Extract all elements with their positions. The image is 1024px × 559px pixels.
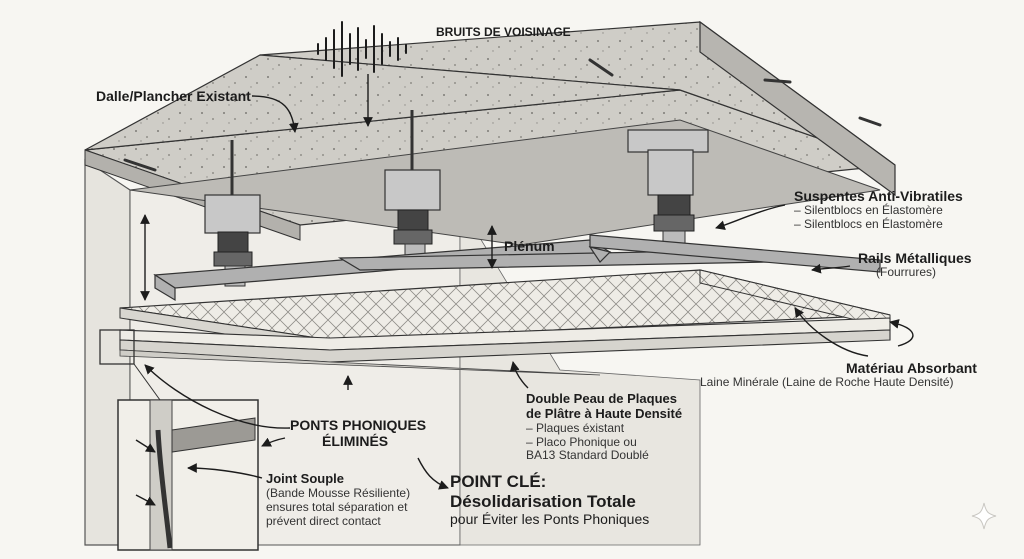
absorbent-subtitle: Laine Minérale (Laine de Roche Haute Den… [700, 375, 954, 390]
key-point-line-3: pour Éviter les Ponts Phoniques [450, 511, 650, 528]
noise-source-label: BRUITS DE VOISINAGE [436, 25, 571, 39]
joint-line-1: (Bande Mousse Résiliente) [266, 485, 411, 500]
double-board-line-3: BA13 Standard Doublé [526, 448, 649, 463]
bridges-line-1: PONTS PHONIQUES [290, 417, 427, 433]
double-board-callout: Double Peau de Plaques de Plâtre à Haute… [526, 391, 683, 463]
key-point-line-1: POINT CLÉ: [450, 472, 547, 491]
leader-arrows [135, 74, 914, 506]
existing-slab-label: Dalle/Plancher Existant [96, 88, 251, 104]
key-point-callout: POINT CLÉ: Désolidarisation Totale pour … [450, 472, 649, 527]
double-board-title-2: de Plâtre à Haute Densité [526, 405, 683, 421]
hanger-right [627, 129, 709, 246]
bridges-callout: PONTS PHONIQUES ÉLIMINÉS [290, 417, 426, 449]
rails-callout: Rails Métalliques (Fourrures) [858, 250, 972, 280]
hanger-left [204, 140, 261, 287]
joint-line-3: prévent direct contact [266, 513, 381, 528]
rails-subtitle: (Fourrures) [876, 265, 937, 280]
joint-title: Joint Souple [266, 471, 344, 486]
double-board-title-1: Double Peau de Plaques [526, 391, 677, 406]
bridges-line-2: ÉLIMINÉS [322, 433, 389, 450]
joint-line-2: ensures total séparation et [266, 499, 408, 514]
absorbent-callout: Matériau Absorbant Laine Minérale (Laine… [700, 360, 977, 390]
rails-title: Rails Métalliques [858, 250, 972, 266]
sparkle-icon [971, 502, 997, 530]
hangers-line-1: – Silentblocs en Élastomère [794, 203, 943, 218]
key-point-line-2: Désolidarisation Totale [450, 491, 636, 511]
plenum-label: Plénum [504, 238, 555, 254]
absorbent-title: Matériau Absorbant [846, 360, 977, 376]
hangers-line-2: – Silentblocs en Élastomère [794, 216, 943, 231]
double-board-line-2: – Placo Phonique ou [526, 434, 637, 449]
joint-detail-inset [99, 329, 259, 551]
hangers-callout: Suspentes Anti-Vibratiles – Silentblocs … [794, 188, 963, 232]
sound-wave-icon [317, 21, 407, 77]
hangers-title: Suspentes Anti-Vibratiles [794, 188, 963, 204]
plasterboard-layers [119, 317, 891, 376]
joint-callout: Joint Souple (Bande Mousse Résiliente) e… [266, 471, 411, 528]
double-board-line-1: – Plaques éxistant [526, 420, 625, 435]
